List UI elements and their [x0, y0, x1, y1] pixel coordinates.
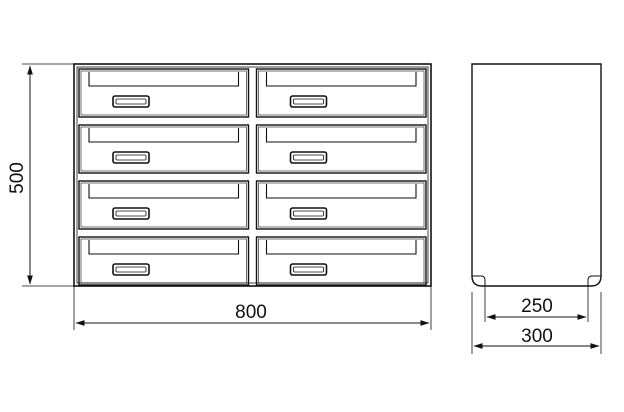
label-holder [88, 72, 240, 87]
drawer-front [78, 236, 250, 286]
inner-depth-dimension: 250 [484, 286, 589, 322]
drawer-handle-inner [115, 98, 147, 105]
drawer [255, 236, 427, 286]
drawer-inner-edge [258, 182, 425, 228]
drawer-handle [289, 95, 328, 108]
label-holder [265, 240, 417, 255]
side-view-outline [471, 63, 602, 287]
label-holder [88, 184, 240, 199]
cabinet-outline [73, 63, 432, 287]
drawer-handle-inner [293, 210, 324, 217]
drawer [78, 236, 250, 286]
drawer [255, 124, 427, 174]
drawer [255, 68, 427, 118]
drawer-inner-edge [258, 126, 425, 172]
drawer-front [255, 124, 427, 174]
height-dimension: 500 [7, 63, 74, 287]
drawer-handle [289, 151, 328, 164]
drawer-front [78, 180, 250, 230]
inner-depth-dimension-label: 250 [521, 296, 553, 317]
cabinet-inner-frame [76, 66, 429, 284]
drawer-front [78, 124, 250, 174]
drawer-inner-edge [80, 182, 247, 228]
label-holder [88, 240, 240, 255]
side-view [471, 63, 602, 287]
drawer-front [255, 236, 427, 286]
drawer-grid [78, 68, 427, 286]
drawer [78, 124, 250, 174]
drawer-handle-inner [293, 98, 324, 105]
drawer-handle-inner [293, 154, 324, 161]
side-view-right-foot [587, 275, 601, 286]
label-holder [265, 72, 417, 87]
drawer-front [255, 180, 427, 230]
width-dimension-label: 800 [235, 302, 267, 323]
width-dimension: 800 [73, 286, 432, 330]
label-holder [88, 128, 240, 143]
outer-depth-dimension-label: 300 [521, 326, 553, 347]
drawer [255, 180, 427, 230]
height-dimension-label: 500 [7, 162, 28, 194]
drawer-handle-inner [115, 154, 147, 161]
drawer-inner-edge [258, 70, 425, 116]
drawer-handle-inner [115, 266, 147, 273]
drawer-handle [289, 263, 328, 276]
drawer-handle [112, 95, 150, 108]
front-view [73, 63, 432, 287]
drawer-front [255, 68, 427, 118]
drawer-handle-inner [293, 266, 324, 273]
label-holder [265, 128, 417, 143]
drawer-front [78, 68, 250, 118]
drawer [78, 180, 250, 230]
drawer-inner-edge [80, 126, 247, 172]
label-holder [265, 184, 417, 199]
drawer-handle [289, 207, 328, 220]
drawer-inner-edge [80, 238, 247, 284]
drawer-handle [112, 151, 150, 164]
drawer-handle [112, 207, 150, 220]
drawer-handle [112, 263, 150, 276]
drawer-inner-edge [80, 70, 247, 116]
outer-depth-dimension: 300 [471, 292, 602, 354]
drawer [78, 68, 250, 118]
drawer-inner-edge [258, 238, 425, 284]
drawer-handle-inner [115, 210, 147, 217]
side-view-left-foot [472, 275, 486, 286]
